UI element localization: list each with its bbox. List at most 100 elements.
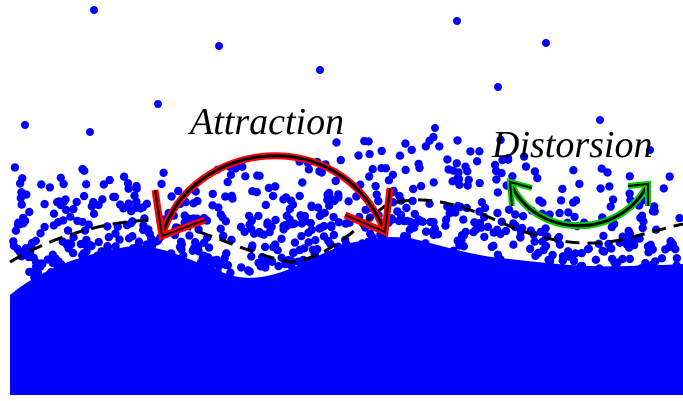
particle: [274, 262, 283, 271]
particle: [115, 264, 125, 273]
particle: [600, 289, 609, 298]
particle: [277, 234, 286, 243]
particle: [53, 218, 63, 227]
particle: [334, 256, 344, 265]
particle: [558, 184, 567, 194]
particle: [269, 243, 278, 252]
dashed-interface-line: [9, 198, 683, 264]
particle: [360, 257, 369, 266]
particle: [486, 293, 495, 303]
particle: [480, 232, 489, 242]
particle: [82, 180, 91, 189]
particle: [421, 239, 430, 248]
particle: [304, 238, 313, 247]
particle: [409, 223, 419, 232]
particle: [556, 278, 566, 288]
particle: [368, 165, 377, 174]
particle: [319, 232, 329, 241]
particle: [66, 212, 75, 221]
particle: [494, 83, 502, 91]
particle: [463, 256, 473, 266]
particle: [508, 172, 517, 181]
particle: [316, 66, 324, 74]
particle: [204, 243, 214, 252]
particle: [328, 252, 338, 261]
particle: [128, 232, 137, 241]
particle: [475, 266, 485, 276]
particle: [492, 175, 501, 184]
particle: [176, 269, 186, 279]
particle: [294, 257, 303, 266]
particle: [147, 269, 157, 278]
particle: [631, 295, 640, 304]
particle: [123, 246, 132, 256]
particle: [179, 251, 188, 260]
particle: [372, 190, 381, 199]
particle: [618, 254, 627, 264]
particle: [371, 181, 380, 191]
particle: [597, 164, 606, 173]
particle: [395, 151, 405, 160]
particle: [197, 268, 206, 277]
particle: [25, 207, 34, 217]
particle: [672, 261, 681, 270]
particle: [555, 208, 564, 218]
particle: [672, 282, 681, 291]
particle: [533, 174, 542, 183]
particle: [315, 224, 324, 233]
particle: [402, 232, 412, 241]
particle: [261, 263, 270, 272]
particle: [63, 226, 73, 235]
particle: [160, 250, 169, 259]
particle: [498, 155, 507, 165]
particle: [444, 165, 453, 174]
particle: [11, 226, 21, 235]
particle: [593, 288, 602, 297]
particle: [228, 194, 237, 203]
particle: [377, 146, 386, 156]
particle: [37, 259, 46, 268]
particle: [550, 291, 559, 300]
particle: [90, 6, 98, 14]
particle: [519, 152, 529, 161]
particle: [611, 265, 620, 274]
particle: [226, 170, 236, 179]
particle: [633, 289, 642, 298]
particle: [365, 149, 374, 159]
particle: [347, 252, 356, 262]
particle: [157, 179, 166, 189]
particle: [576, 262, 585, 271]
particle: [261, 200, 270, 210]
particle: [421, 142, 430, 151]
particle: [497, 168, 506, 178]
particle: [139, 251, 149, 260]
particle: [108, 254, 117, 264]
particle: [21, 121, 29, 129]
particle: [611, 272, 620, 281]
particle: [116, 200, 125, 209]
particle: [111, 242, 120, 251]
particle: [527, 286, 536, 295]
particle: [589, 299, 599, 309]
particle: [123, 202, 132, 211]
particle: [625, 172, 634, 181]
particle: [215, 42, 223, 50]
particle: [602, 313, 612, 322]
particle: [599, 301, 608, 310]
particle: [652, 296, 662, 306]
particle: [87, 202, 97, 211]
particle: [260, 242, 270, 252]
particle: [20, 216, 30, 226]
particle: [495, 284, 504, 293]
particle: [300, 244, 309, 253]
particle: [271, 215, 280, 225]
particle: [128, 264, 137, 273]
particle: [336, 155, 345, 165]
particle: [188, 246, 197, 255]
particle: [340, 263, 349, 273]
particle: [562, 297, 571, 306]
particle: [408, 196, 417, 206]
particle: [304, 165, 314, 174]
particle: [597, 280, 607, 289]
particle: [18, 174, 27, 183]
